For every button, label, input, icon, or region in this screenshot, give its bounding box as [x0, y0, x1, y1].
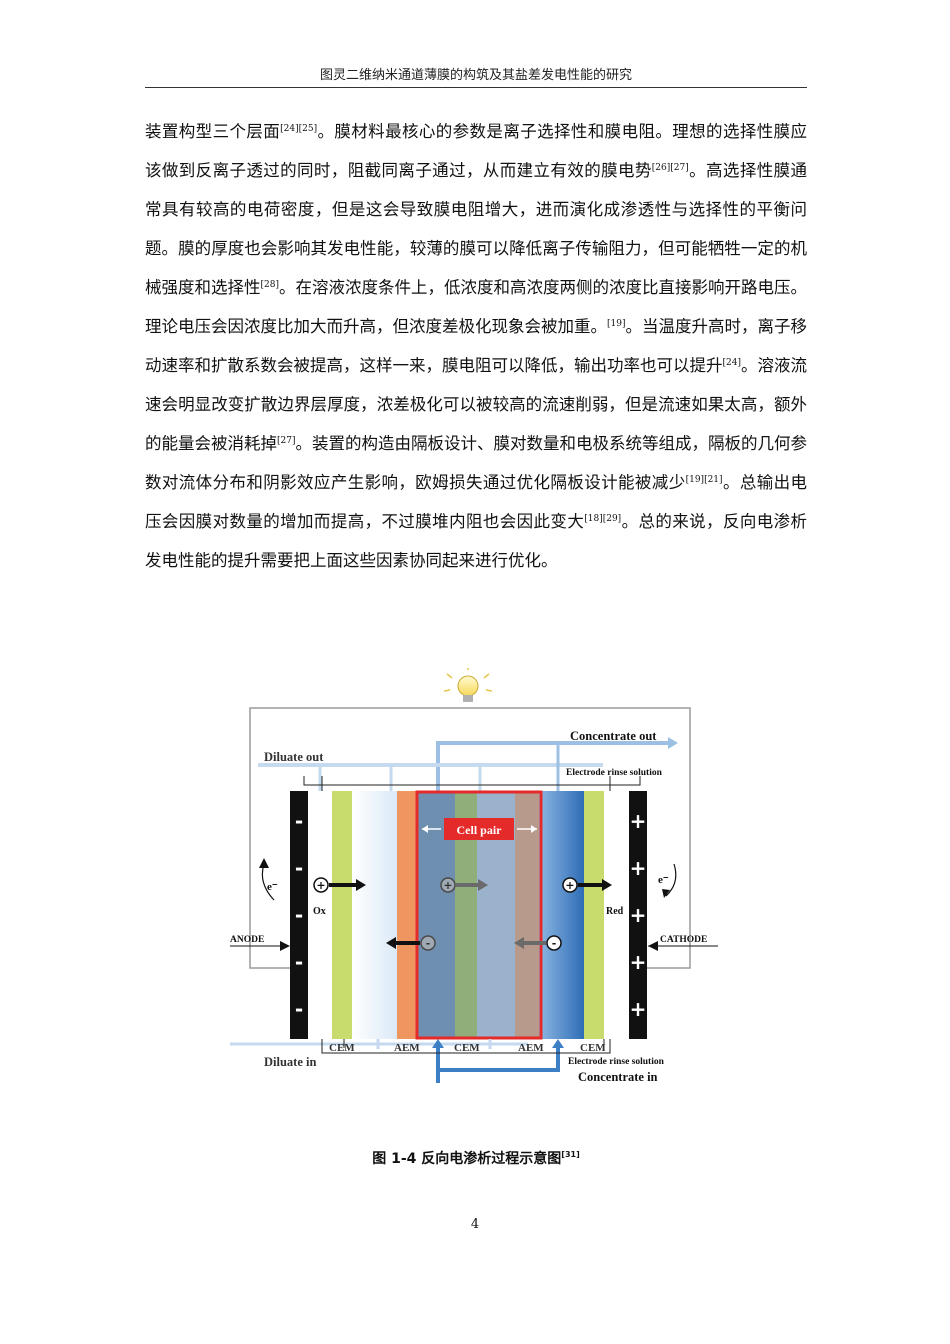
text-segment: 。在溶液浓度条件上，低浓度和高浓度两侧的浓度比直接影响开路电压。理论电压会因浓度… [145, 278, 808, 336]
cathode-signs: + + + + + + [630, 809, 647, 1068]
electron-arrow-right [662, 863, 677, 898]
electrode-rinse-top-label: Electrode rinse solution [566, 768, 663, 778]
cem-membrane-2 [455, 791, 477, 1039]
caption-label: 图 1-4 反向电渗析过程示意图 [372, 1151, 562, 1167]
red-process-figure: - - - - - + + + + + + Cell pair + + + - [228, 668, 724, 1088]
electron-label-right: e⁻ [658, 874, 669, 886]
anode-signs: - - - - - [295, 809, 303, 1021]
anode-rinse-compartment [308, 791, 332, 1039]
svg-text:-: - [426, 937, 431, 950]
top-flow-lines [258, 737, 678, 791]
bottom-flow-lines [230, 1039, 611, 1083]
concentrate-out-label: Concentrate out [570, 729, 657, 743]
cation-arrow-2: + [440, 877, 488, 893]
paragraph-text: 装置构型三个层面[24][25]。膜材料最核心的参数是离子选择性和膜电阻。理想的… [145, 112, 807, 580]
electrode-rinse-bottom-label: Electrode rinse solution [568, 1057, 665, 1067]
minus-sign: - [295, 997, 303, 1021]
plus-sign: + [630, 950, 647, 974]
plus-sign: + [630, 997, 647, 1021]
citation-ref: [24][25] [280, 124, 318, 134]
cathode-label: CATHODE [660, 935, 707, 945]
plus-sign: + [630, 903, 647, 927]
cem-membrane-3 [584, 791, 604, 1039]
text-segment: 。装置的构造由隔板设计、膜对数量和电极系统等组成，隔板的几何参数对流体分布和阴影… [145, 434, 808, 492]
cation-arrow-1: + [313, 877, 366, 893]
cell-pair-frame [415, 790, 543, 1040]
concentrate-in-label: Concentrate in [578, 1070, 658, 1084]
aem-membrane-1 [397, 791, 417, 1039]
concentrate-compartment-2 [539, 791, 584, 1039]
cathode-pointer [648, 941, 718, 951]
citation-ref: [26][27] [651, 163, 689, 173]
ox-label: Ox [313, 906, 326, 917]
anode-pointer [230, 941, 290, 951]
plus-sign: + [630, 809, 647, 833]
cathode-electrode [629, 791, 647, 1039]
text-segment: 。当温度升高时，离子移动速率和扩散系数会被提高，这样一来，膜电阻可以降低，输出功… [145, 317, 808, 375]
svg-text:+: + [443, 879, 452, 892]
red-label: Red [606, 906, 624, 917]
text-segment: 。溶液流速会明显改变扩散边界层厚度，浓差极化可以被较高的流速削弱，但是流速如果太… [145, 356, 808, 453]
aem-label-1: AEM [394, 1042, 420, 1054]
cem-label-3: CEM [580, 1042, 606, 1054]
svg-text:+: + [316, 879, 325, 892]
text-segment: 。总输出电压会因膜对数量的增加而提高，不过膜堆内阻也会因此变大 [145, 473, 808, 531]
text-segment: 。高选择性膜通常具有较高的电荷密度，但是这会导致膜电阻增大，进而演化成渗透性与选… [145, 161, 808, 297]
caption-ref: [31] [561, 1150, 580, 1159]
anion-arrow-1: - [386, 935, 436, 951]
citation-ref: [19][21] [685, 475, 723, 485]
aem-label-2: AEM [518, 1042, 544, 1054]
text-segment: 。总的来说，反向电渗析发电性能的提升需要把上面这些因素协同起来进行优化。 [145, 512, 808, 570]
diluate-compartment-1 [352, 791, 397, 1039]
figure-caption: 图 1-4 反向电渗析过程示意图[31] [145, 1148, 807, 1168]
electron-label-left: e⁻ [267, 881, 278, 893]
diluate-in-label: Diluate in [264, 1055, 316, 1069]
cation-arrow-3: + [562, 877, 612, 893]
svg-text:-: - [552, 937, 557, 950]
citation-ref: [24] [722, 358, 741, 368]
minus-sign: - [295, 903, 303, 927]
anion-arrow-2: - [514, 935, 562, 951]
anode-electrode [290, 791, 308, 1039]
minus-sign: - [295, 809, 303, 833]
plus-sign: + [630, 856, 647, 880]
cem-label-1: CEM [329, 1042, 355, 1054]
cathode-rinse-compartment [604, 791, 629, 1039]
cem-membrane-1 [332, 791, 352, 1039]
running-header: 图灵二维纳米通道薄膜的构筑及其盐差发电性能的研究 [145, 64, 807, 88]
citation-ref: [27] [277, 436, 296, 446]
lightbulb-icon [443, 668, 493, 702]
cem-label-2: CEM [454, 1042, 480, 1054]
body-paragraph: 装置构型三个层面[24][25]。膜材料最核心的参数是离子选择性和膜电阻。理想的… [145, 112, 807, 580]
anode-label: ANODE [230, 935, 264, 945]
minus-sign: - [295, 856, 303, 880]
diluate-out-label: Diluate out [264, 750, 324, 764]
cell-pair-label-box [444, 818, 514, 840]
text-segment: 。膜材料最核心的参数是离子选择性和膜电阻。理想的选择性膜应该做到反离子透过的同时… [145, 122, 808, 180]
red-schematic: - - - - - + + + + + + Cell pair + + + - [230, 668, 718, 1084]
svg-text:+: + [565, 879, 574, 892]
citation-ref: [28] [260, 280, 279, 290]
minus-sign: - [295, 950, 303, 974]
citation-ref: [18][29] [584, 514, 622, 524]
electron-arrow-left [259, 858, 275, 901]
text-segment: 装置构型三个层面 [145, 122, 281, 141]
plus-sign: + [630, 1044, 647, 1068]
page-number: 4 [470, 1217, 480, 1232]
aem-membrane-2 [515, 791, 539, 1039]
citation-ref: [19] [607, 319, 626, 329]
cell-pair-label: Cell pair [457, 823, 503, 837]
